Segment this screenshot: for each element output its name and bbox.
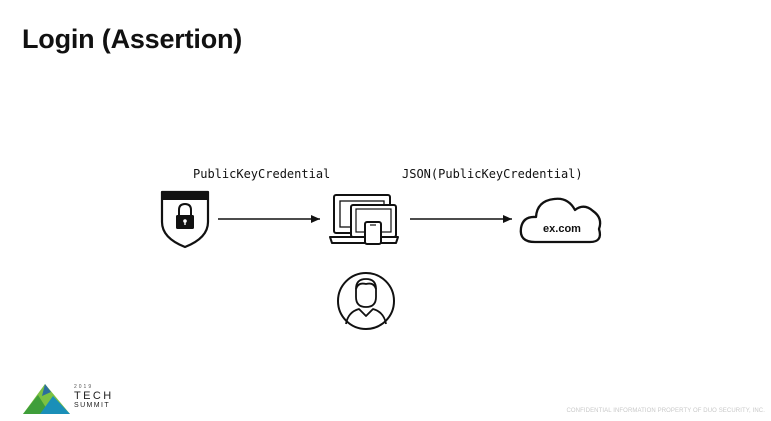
tech-summit-logo-mark (23, 384, 70, 414)
label-public-key-credential: PublicKeyCredential (193, 167, 331, 181)
confidential-notice: CONFIDENTIAL INFORMATION PROPERTY OF DUO… (566, 408, 765, 414)
shield-lock-icon (160, 190, 210, 249)
logo-year: 2019 (74, 384, 94, 390)
devices-icon (329, 194, 399, 245)
user-icon (337, 272, 395, 330)
slide-title: Login (Assertion) (22, 24, 243, 54)
logo-word-tech: TECH (74, 390, 114, 402)
logo-word-summit: SUMMIT (74, 402, 111, 409)
cloud-text: ex.com (543, 223, 581, 235)
cloud-icon (519, 197, 602, 244)
label-json-public-key-credential: JSON(PublicKeyCredential) (402, 167, 583, 181)
